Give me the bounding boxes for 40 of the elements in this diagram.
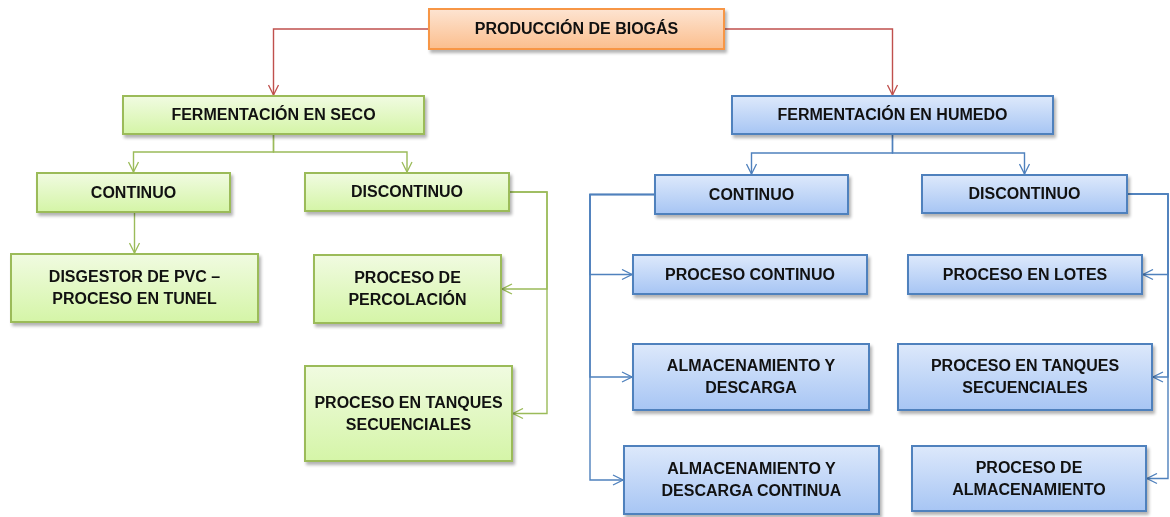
box-label: DISGESTOR DE PVC – PROCESO EN TUNEL: [47, 267, 222, 309]
connector-arrow: [128, 212, 141, 254]
connector-arrow: [509, 191, 548, 420]
connector-arrow: [267, 28, 429, 96]
process-box: [122, 95, 425, 135]
process-box: [921, 174, 1128, 214]
box-label: PRODUCCIÓN DE BIOGÁS: [474, 18, 679, 40]
connector-arrow: [589, 193, 655, 486]
connector-arrow: [891, 134, 1031, 175]
title-box: [428, 8, 725, 50]
box-label: DISCONTINUO: [351, 182, 463, 203]
process-box: [623, 445, 880, 515]
process-box: [911, 445, 1147, 512]
box-label: PROCESO DE PERCOLACIÓN: [347, 268, 468, 310]
process-box: [632, 254, 868, 295]
connector-arrow: [272, 134, 413, 173]
box-label: CONTINUO: [708, 184, 795, 205]
box-label: PROCESO EN TANQUES SECUENCIALES: [929, 356, 1121, 398]
box-label: PROCESO CONTINUO: [665, 264, 835, 285]
box-label: CONTINUO: [90, 182, 177, 203]
process-box: [731, 95, 1054, 135]
process-box: [36, 172, 231, 213]
process-box: [897, 343, 1153, 411]
box-label: PROCESO EN TANQUES SECUENCIALES: [313, 392, 504, 435]
process-box: [304, 172, 510, 212]
process-box: [907, 254, 1143, 295]
box-label: DISCONTINUO: [968, 184, 1081, 205]
process-box: [304, 365, 513, 462]
process-box: [632, 343, 870, 411]
box-label: PROCESO EN LOTES: [942, 264, 1108, 285]
process-box: [654, 174, 849, 215]
box-label: FERMENTACIÓN EN SECO: [171, 104, 376, 126]
box-label: FERMENTACIÓN EN HUMEDO: [777, 104, 1008, 126]
box-label: ALMACENAMIENTO Y DESCARGA: [665, 356, 837, 398]
box-label: PROCESO DE ALMACENAMIENTO: [951, 457, 1107, 500]
process-box: [10, 253, 259, 323]
connector-arrow: [724, 28, 899, 96]
connector-arrow: [1127, 193, 1169, 485]
box-label: ALMACENAMIENTO Y DESCARGA CONTINUA: [660, 459, 843, 501]
process-box: [313, 254, 502, 324]
